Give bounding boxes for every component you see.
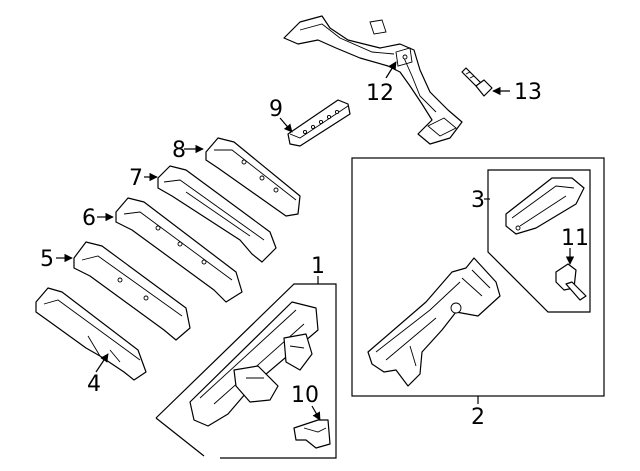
leader-lines (56, 61, 575, 421)
part-6-crossmember[interactable] (115, 197, 243, 303)
part-5-crossmember[interactable] (73, 241, 191, 341)
part-10-bracket[interactable] (293, 419, 331, 449)
callout-2: 2 (471, 405, 485, 430)
part-1-rear-floor-assembly[interactable] (189, 301, 319, 427)
callout-6: 6 (82, 206, 96, 231)
callout-4: 4 (87, 372, 101, 397)
part-8-crossmember[interactable] (205, 137, 301, 217)
callout-13: 13 (514, 80, 542, 105)
part-4-crossmember[interactable] (35, 287, 147, 381)
callout-8: 8 (172, 138, 186, 163)
part-9-bracket[interactable] (287, 99, 351, 147)
callout-10: 10 (291, 383, 319, 408)
leader-12 (385, 61, 397, 79)
part-11-clip[interactable] (555, 263, 587, 301)
callout-3: 3 (471, 188, 485, 213)
group-1-frame (155, 283, 337, 459)
callout-labels: 1 2 3 4 5 6 7 8 9 10 11 12 13 (40, 80, 589, 430)
callout-12: 12 (366, 81, 394, 106)
callout-5: 5 (40, 247, 54, 272)
part-13-bolt[interactable] (461, 67, 493, 97)
leader-4 (95, 353, 109, 373)
callout-11: 11 (561, 226, 589, 251)
part-3-bracket[interactable] (505, 177, 585, 235)
part-2-side-member-assembly[interactable] (367, 257, 501, 387)
leader-9 (279, 117, 293, 133)
leader-10 (311, 405, 321, 421)
callout-9: 9 (269, 97, 283, 122)
group-3-frame (487, 169, 591, 313)
part-7-crossmember[interactable] (157, 165, 277, 263)
callout-7: 7 (129, 166, 143, 191)
part-12-crossmember[interactable] (283, 15, 463, 145)
callout-1: 1 (311, 254, 325, 279)
